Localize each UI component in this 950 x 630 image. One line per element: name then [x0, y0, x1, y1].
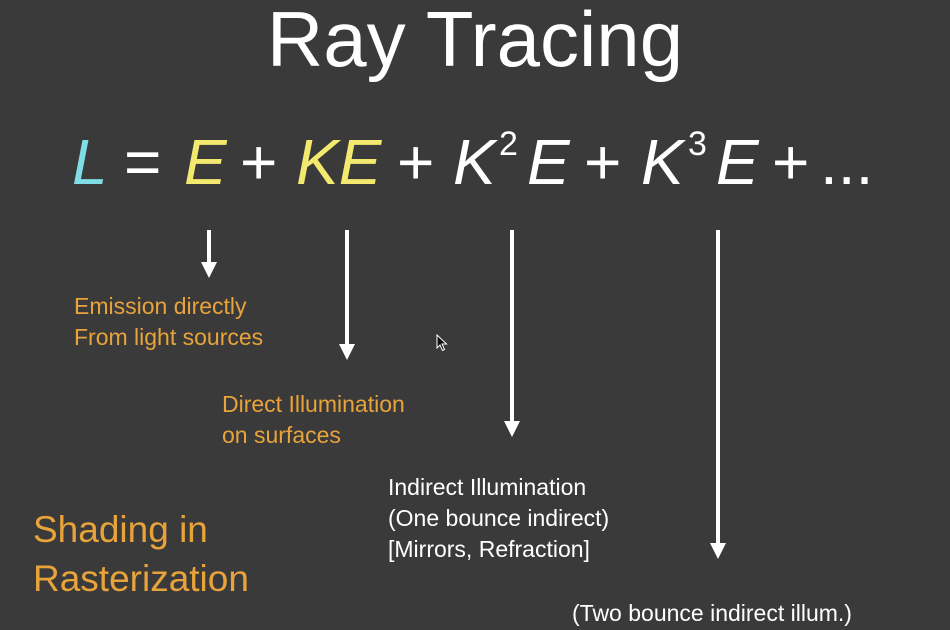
equation-ellipsis: ... — [820, 126, 874, 198]
equation-term-E2: E — [527, 126, 570, 198]
equation-term-K2: K — [453, 126, 496, 198]
shading-in-rasterization-label: Shading in Rasterization — [33, 505, 249, 603]
direct-illumination-line-1: Direct Illumination — [222, 391, 405, 417]
indirect-illumination-line-1: Indirect Illumination — [388, 474, 587, 500]
equation-equals: = — [124, 126, 162, 198]
indirect-illumination-label: Indirect Illumination (One bounce indire… — [388, 472, 609, 565]
equation-exponent-3: 3 — [688, 125, 707, 163]
down-arrow-icon — [339, 230, 355, 360]
shading-line-2: Rasterization — [33, 558, 249, 599]
equation-term-K3: K — [641, 126, 684, 198]
direct-illumination-line-2: on surfaces — [222, 422, 341, 448]
shading-line-1: Shading in — [33, 509, 208, 550]
down-arrow-icon — [710, 230, 726, 559]
equation-plus-4: + — [772, 126, 810, 198]
emission-label-line-2: From light sources — [74, 324, 264, 350]
equation-plus-1: + — [240, 126, 278, 198]
slide-title: Ray Tracing — [266, 0, 684, 83]
equation-term-KE: KE — [296, 126, 382, 198]
indirect-illumination-line-2: (One bounce indirect) — [388, 505, 610, 531]
emission-label-line-1: Emission directly — [74, 293, 247, 319]
equation-term-L: L — [72, 126, 108, 198]
mouse-cursor-icon — [436, 334, 448, 352]
down-arrow-icon — [504, 230, 520, 437]
down-arrow-icon — [201, 230, 217, 278]
equation-plus-2: + — [397, 126, 435, 198]
equation-plus-3: + — [584, 126, 622, 198]
two-bounce-label: (Two bounce indirect illum.) — [572, 600, 852, 626]
emission-label: Emission directly From light sources — [74, 291, 263, 353]
indirect-illumination-line-3: [Mirrors, Refraction] — [388, 536, 590, 562]
equation-term-E: E — [184, 126, 227, 198]
direct-illumination-label: Direct Illumination on surfaces — [222, 389, 405, 451]
equation-term-E3: E — [716, 126, 759, 198]
equation-exponent-2: 2 — [499, 125, 518, 163]
